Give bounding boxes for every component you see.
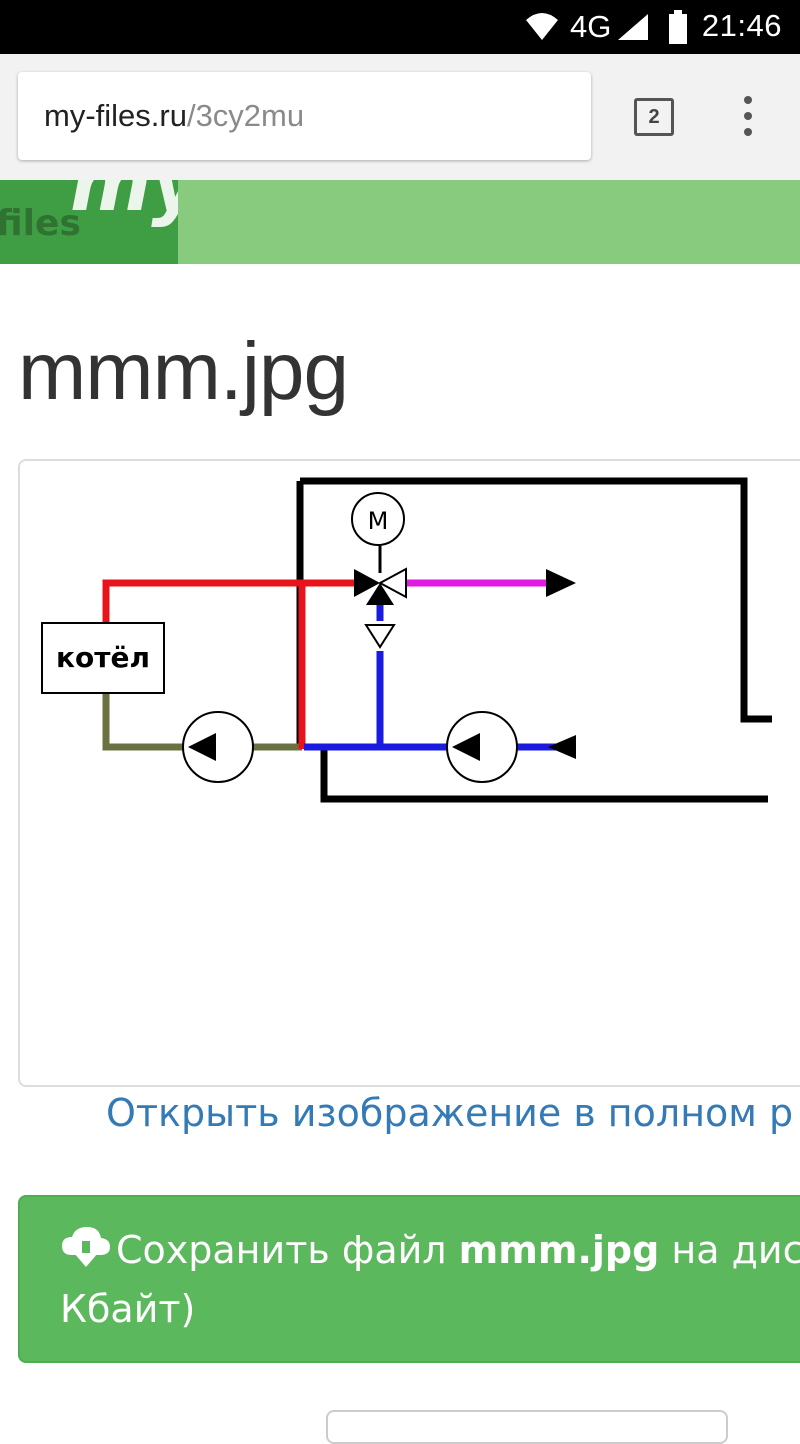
save-suffix: на диск: [671, 1228, 800, 1272]
browser-toolbar: my-files.ru/3cy2mu 2: [0, 54, 800, 180]
boiler-label: котёл: [56, 641, 150, 674]
valve-bottom: [366, 583, 394, 605]
next-panel: [326, 1410, 728, 1444]
pipe-black-top: [300, 477, 772, 723]
pipe-supply-top: [102, 579, 362, 629]
heating-diagram: M котёл: [41, 477, 772, 803]
save-button-label: Сохранить файл mmm.jpg на диск: [60, 1225, 800, 1272]
arrow-flow-out: [546, 569, 576, 597]
url-host: my-files.ru: [44, 98, 187, 133]
logo-text: my: [70, 180, 178, 229]
arrow-flow-in: [548, 735, 576, 759]
tab-switcher-button[interactable]: 2: [634, 98, 674, 136]
url-path: /3cy2mu: [186, 98, 305, 133]
save-filename: mmm.jpg: [458, 1228, 660, 1272]
save-size-label: Кбайт): [60, 1287, 196, 1331]
network-type: 4G: [570, 9, 612, 44]
site-banner: my files: [0, 180, 800, 264]
wifi-icon: [526, 13, 558, 40]
pump-circuit: [446, 711, 518, 783]
site-logo[interactable]: my files: [0, 180, 178, 264]
url-text[interactable]: my-files.ru/3cy2mu: [44, 98, 304, 134]
open-full-image-link[interactable]: Открыть изображение в полном р: [106, 1091, 794, 1135]
battery-icon: [669, 10, 687, 44]
boiler-box: [41, 622, 165, 694]
valve-left: [354, 569, 380, 597]
check-valve: [364, 624, 396, 649]
save-prefix: Сохранить файл: [116, 1228, 459, 1272]
valve-right: [377, 567, 407, 599]
cloud-download-icon: [62, 1227, 110, 1267]
pipe-black-bottom: [320, 749, 768, 803]
image-preview[interactable]: M котёл: [18, 459, 800, 1087]
pump-circuit-arrow: [452, 733, 480, 761]
logo-subtext: files: [0, 203, 81, 244]
motor-circle: [351, 492, 405, 546]
save-file-button[interactable]: Сохранить файл mmm.jpg на диск Кбайт): [18, 1195, 800, 1363]
signal-icon: [618, 14, 648, 40]
browser-menu-icon[interactable]: [738, 96, 758, 136]
logo-graphic: my files: [0, 180, 178, 244]
address-bar[interactable]: my-files.ru/3cy2mu: [18, 72, 591, 160]
clock: 21:46: [701, 8, 782, 43]
pump-boiler-arrow: [188, 733, 216, 761]
motor-label: M: [368, 507, 389, 535]
pump-boiler: [182, 711, 254, 783]
status-bar: 4G 21:46: [0, 0, 800, 54]
page-title: mmm.jpg: [18, 326, 349, 417]
